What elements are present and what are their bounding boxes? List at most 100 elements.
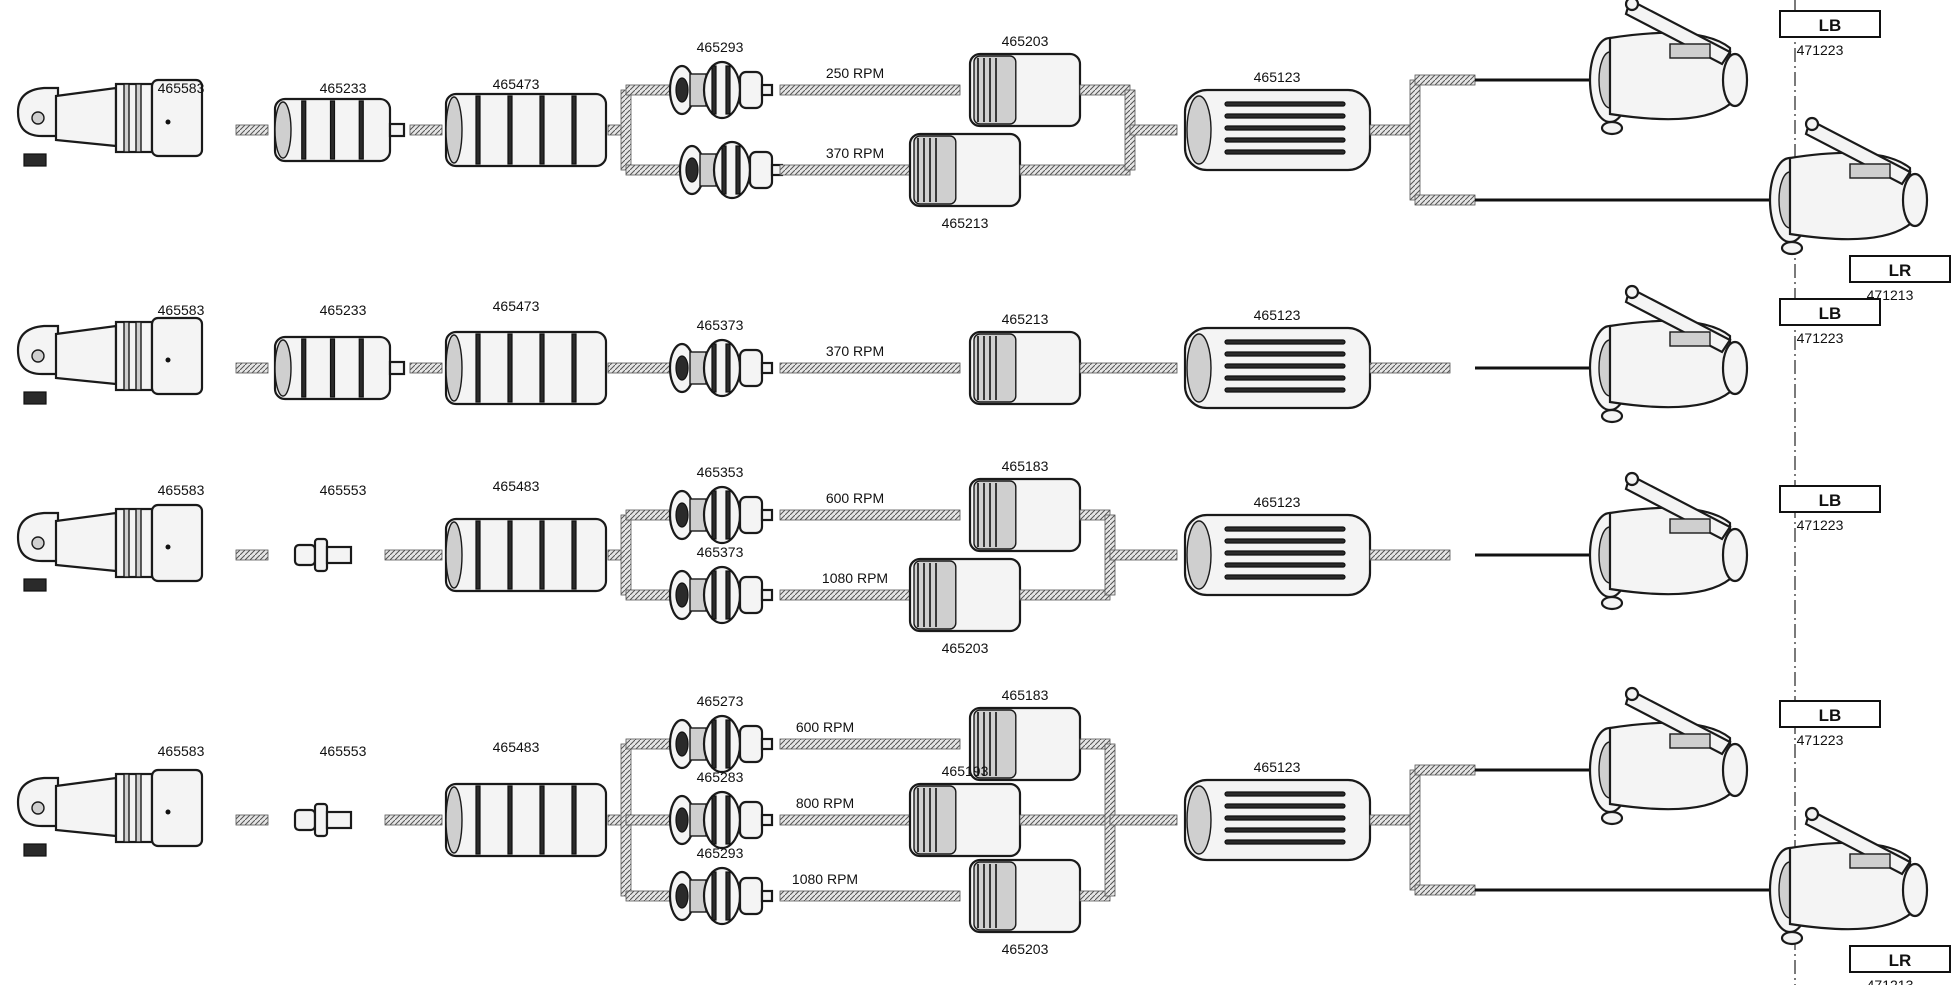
motor-part-number: 465583 xyxy=(158,743,205,759)
output-part-number: 471223 xyxy=(1797,732,1844,748)
rpm-label: 370 RPM xyxy=(826,145,884,161)
gear-part xyxy=(668,866,774,926)
head-part xyxy=(908,557,1022,633)
head-part xyxy=(968,706,1082,782)
rpm-label: 800 RPM xyxy=(796,795,854,811)
branch-1 xyxy=(625,706,1111,782)
branch-2 xyxy=(625,132,1131,208)
grinder-tool xyxy=(1768,806,1929,946)
sleeve-part-number: 465123 xyxy=(1254,69,1301,85)
grinder-tool xyxy=(1588,686,1749,826)
head-part-number: 465193 xyxy=(942,763,989,779)
gear-part-number: 465273 xyxy=(697,693,744,709)
output-code: LR xyxy=(1889,951,1912,970)
gear-part xyxy=(668,565,774,625)
sleeve-part-number: 465123 xyxy=(1254,759,1301,775)
gear-part-number: 465373 xyxy=(697,544,744,560)
rpm-label: 600 RPM xyxy=(826,490,884,506)
configuration-row-3 xyxy=(16,471,1881,633)
adapter-part xyxy=(293,802,353,838)
output-code: LR xyxy=(1889,261,1912,280)
adapter-part-number: 465233 xyxy=(320,302,367,318)
motor-part xyxy=(16,316,204,405)
motor-part-number: 465583 xyxy=(158,80,205,96)
branch-3 xyxy=(625,858,1111,934)
housing-part-number: 465483 xyxy=(493,478,540,494)
head-part-number: 465183 xyxy=(1002,687,1049,703)
output-code-box xyxy=(1779,485,1881,513)
output-code: LB xyxy=(1819,304,1842,323)
gear-part-number: 465353 xyxy=(697,464,744,480)
gear-part-number: 465373 xyxy=(697,317,744,333)
output-code-box xyxy=(1779,298,1881,326)
head-part-number: 465203 xyxy=(942,640,989,656)
branch-1 xyxy=(625,477,1111,553)
head-part-number: 465203 xyxy=(1002,33,1049,49)
head-part xyxy=(908,132,1022,208)
gear-part xyxy=(668,714,774,774)
output-code: LB xyxy=(1819,491,1842,510)
output-code-box xyxy=(1849,945,1951,973)
sleeve-part-number: 465123 xyxy=(1254,307,1301,323)
rpm-label: 250 RPM xyxy=(826,65,884,81)
motor-part xyxy=(16,503,204,592)
gear-part-number: 465293 xyxy=(697,845,744,861)
motor-part-number: 465583 xyxy=(158,482,205,498)
sleeve-part-number: 465123 xyxy=(1254,494,1301,510)
output-2 xyxy=(1414,806,1951,973)
adapter-part xyxy=(293,537,353,573)
configuration-row-4 xyxy=(16,686,1951,973)
housing-part xyxy=(444,782,608,858)
output-1 xyxy=(1369,284,1881,424)
configuration-row-2 xyxy=(16,284,1881,424)
rpm-label: 370 RPM xyxy=(826,343,884,359)
branch-1 xyxy=(668,330,1082,406)
motor-part xyxy=(16,78,204,167)
housing-part xyxy=(444,330,608,406)
output-code-box xyxy=(1779,700,1881,728)
sleeve-part xyxy=(1183,778,1372,862)
rpm-label: 1080 RPM xyxy=(792,871,858,887)
adapter-part-number: 465553 xyxy=(320,743,367,759)
branch-2 xyxy=(625,557,1111,633)
branch-1 xyxy=(625,52,1131,128)
housing-part-number: 465473 xyxy=(493,298,540,314)
motor-part xyxy=(16,768,204,857)
head-part xyxy=(968,52,1082,128)
output-1 xyxy=(1414,0,1881,136)
output-part-number: 471223 xyxy=(1797,330,1844,346)
gear-part-number: 465293 xyxy=(697,39,744,55)
housing-part xyxy=(444,517,608,593)
rpm-label: 1080 RPM xyxy=(822,570,888,586)
housing-part-number: 465473 xyxy=(493,76,540,92)
head-part-number: 465213 xyxy=(942,215,989,231)
branch-2 xyxy=(625,782,1111,858)
output-1 xyxy=(1414,686,1881,826)
head-part xyxy=(968,477,1082,553)
gear-part xyxy=(668,338,774,398)
gear-part-number: 465283 xyxy=(697,769,744,785)
adapter-part-number: 465233 xyxy=(320,80,367,96)
adapter-part xyxy=(273,97,392,163)
sleeve-part xyxy=(1183,513,1372,597)
head-part-number: 465183 xyxy=(1002,458,1049,474)
output-code-box xyxy=(1779,10,1881,38)
head-part xyxy=(968,858,1082,934)
rpm-label: 600 RPM xyxy=(796,719,854,735)
output-part-number: 471223 xyxy=(1797,42,1844,58)
head-part-number: 465213 xyxy=(1002,311,1049,327)
grinder-tool xyxy=(1588,0,1749,136)
grinder-tool xyxy=(1768,116,1929,256)
housing-part-number: 465483 xyxy=(493,739,540,755)
adapter-part-number: 465553 xyxy=(320,482,367,498)
output-code-box xyxy=(1849,255,1951,283)
gear-part xyxy=(678,140,784,200)
output-part-number: 471213 xyxy=(1867,977,1914,985)
configuration-row-1 xyxy=(16,0,1951,283)
gear-part xyxy=(668,790,774,850)
output-code: LB xyxy=(1819,706,1842,725)
gear-part xyxy=(668,60,774,120)
head-part xyxy=(908,782,1022,858)
grinder-tool xyxy=(1588,471,1749,611)
